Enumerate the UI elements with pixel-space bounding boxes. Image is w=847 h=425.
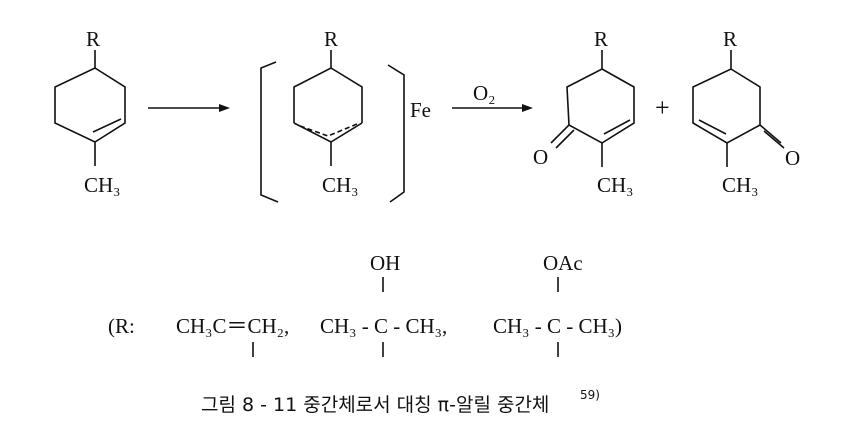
intermediate-methyl-label: CH₃	[322, 173, 359, 197]
intermediate-r-label: R	[324, 27, 338, 51]
product2-methyl-label: CH₃	[722, 173, 759, 197]
product2-r-label: R	[723, 27, 737, 51]
product-1-molecule: R O CH₃	[533, 27, 635, 197]
reaction-arrow-1	[148, 104, 230, 112]
r-group-definitions: (R: CH₃C＝CH₂, OH CH₃ - C - CH₃, OAc CH₃ …	[108, 251, 622, 357]
figure-caption: 그림 8 - 11 중간체로서 대칭 π-알릴 중간체	[201, 394, 549, 416]
product2-oxygen-label: O	[785, 146, 800, 170]
iron-label: Fe	[410, 98, 431, 122]
product1-methyl-label: CH₃	[597, 173, 634, 197]
allyl-dashed-bond	[299, 123, 358, 137]
reaction-arrow-2: O₂	[452, 81, 533, 112]
intermediate-complex: R CH₃ Fe	[260, 27, 431, 203]
reactant-methyl-label: CH₃	[84, 173, 121, 197]
r-group-2: CH₃ - C - CH₃,	[320, 314, 447, 338]
plus-sign: +	[655, 93, 670, 122]
product1-r-label: R	[594, 27, 608, 51]
product-2-molecule: R O CH₃	[692, 27, 800, 197]
double-bond	[92, 118, 122, 133]
r-group-isopropenyl: CH₃C＝CH₂,	[176, 314, 289, 338]
oxygen-reagent-label: O₂	[473, 81, 496, 105]
cyclohexene-ring	[54, 67, 126, 143]
caption-reference: 59)	[580, 388, 600, 402]
r-group-3: CH₃ - C - CH₃)	[493, 314, 622, 338]
product1-oxygen-label: O	[533, 145, 548, 169]
reactant-r-label: R	[86, 27, 100, 51]
right-bracket	[387, 64, 405, 203]
reactant-molecule: R CH₃	[54, 27, 126, 197]
r-group-3-acetoxy: OAc	[543, 251, 583, 275]
r-group-2-hydroxyl: OH	[370, 251, 400, 275]
left-bracket	[260, 61, 279, 203]
r-prefix: (R:	[108, 314, 135, 338]
